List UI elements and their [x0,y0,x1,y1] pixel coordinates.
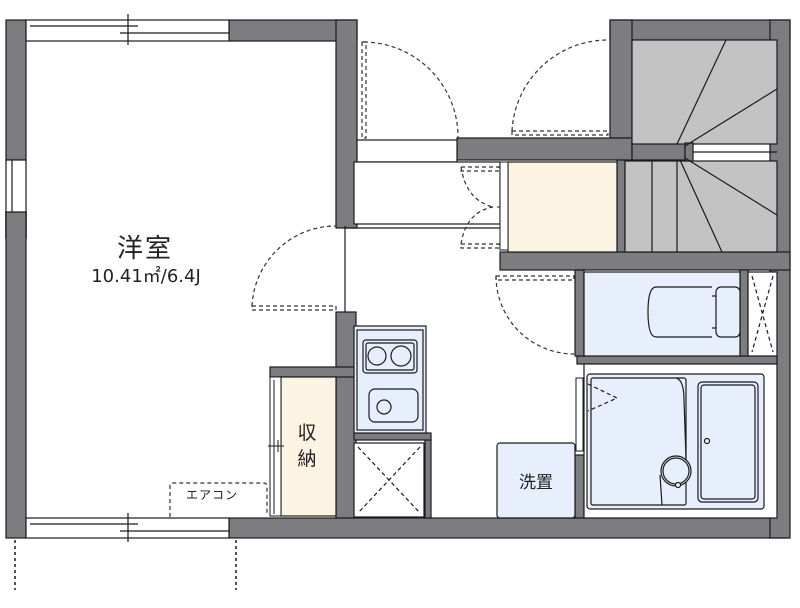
entrance-closet [507,161,618,253]
left-wall-lower [5,211,27,539]
refrigerator-space [353,442,425,518]
toilet-room [583,271,778,357]
aircon-outline [169,482,268,517]
door-swings [251,39,609,355]
washer-space [496,442,576,519]
room-label-western: 洋室 [116,234,173,264]
kitchen [353,325,427,434]
aircon-label: エアコン [186,488,239,502]
bathroom [583,363,778,519]
windows [5,14,230,542]
room-area-western: 10.41㎡/6.4J [91,266,201,287]
washer-label: 洗置 [519,473,553,493]
storage-closet [280,376,337,517]
room-label-storage: 収納 [297,422,317,470]
balcony-guides [14,540,237,590]
staircase [624,39,778,253]
corridor-shapes [344,139,501,312]
